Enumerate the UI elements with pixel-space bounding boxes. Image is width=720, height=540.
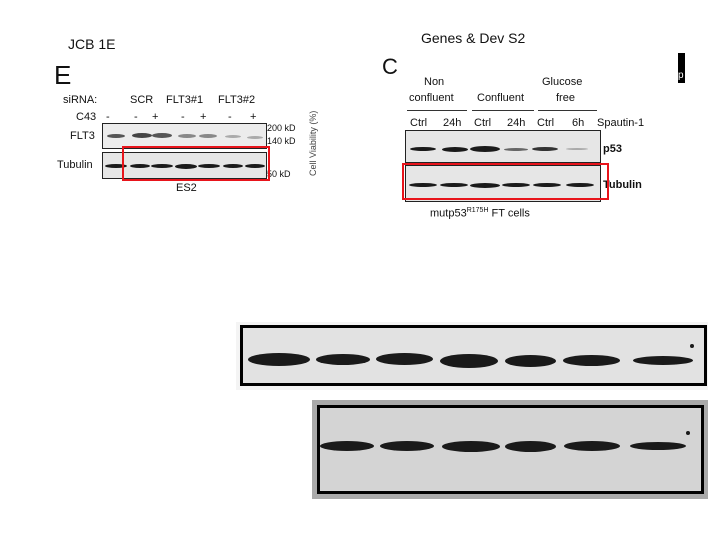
c43-sign: - <box>228 111 232 123</box>
blot-band <box>178 134 196 138</box>
blot-band <box>107 134 125 138</box>
blot-band <box>316 354 370 365</box>
blot-band <box>151 164 173 168</box>
treatment-label: Spautin-1 <box>597 117 645 129</box>
blot-band <box>633 356 693 365</box>
lane-label: Ctrl <box>410 117 428 129</box>
enlarged-tubulin-blot-2 <box>317 405 704 494</box>
blot-band <box>563 355 620 366</box>
blot-band <box>223 164 243 168</box>
blot-band <box>376 353 433 365</box>
c43-sign: + <box>250 111 257 123</box>
blot-band <box>199 134 217 138</box>
caption-superscript: R175H <box>466 207 489 214</box>
blot-band <box>248 353 310 366</box>
group-label-scr: SCR <box>130 94 154 106</box>
c43-sign: - <box>181 111 185 123</box>
enlarged-tubulin-blot-1 <box>240 325 707 386</box>
blot-band <box>504 148 528 151</box>
blot-band <box>410 147 436 151</box>
blot-band <box>175 164 197 169</box>
blot-band <box>440 354 498 368</box>
red-highlight-box <box>402 163 609 200</box>
cropped-figure-fragment: p <box>678 53 685 83</box>
blot-speck <box>690 344 694 348</box>
row-label-tubulin-c: Tubulin <box>603 179 642 191</box>
sirna-label: siRNA: <box>63 94 98 106</box>
row-label-flt3: FLT3 <box>70 130 95 142</box>
lane-label: Ctrl <box>537 117 555 129</box>
caption-tail: FT cells <box>488 207 530 220</box>
lane-label: 24h <box>443 117 462 129</box>
blot-band <box>225 135 241 138</box>
blot-band <box>247 136 263 139</box>
panel-c-caption: mutp53R175H FT cells <box>430 207 530 220</box>
marker-50kd: 50 kD <box>267 169 291 179</box>
red-highlight-box <box>122 146 270 181</box>
blot-band <box>505 355 556 367</box>
marker-200kd: 200 kD <box>267 123 296 133</box>
blot-band <box>440 183 468 187</box>
blot-band <box>564 441 620 451</box>
panel-e-letter: E <box>54 60 72 90</box>
blot-band <box>245 164 265 168</box>
row-label-tubulin: Tubulin <box>57 159 93 171</box>
row-label-tubulin-text: Tubulin <box>603 179 642 191</box>
group-underline <box>472 110 534 111</box>
blot-band <box>502 183 530 187</box>
blot-band <box>442 147 468 152</box>
blot-band <box>566 148 588 150</box>
caption-main: mutp53 <box>430 207 467 220</box>
left-slide-title: JCB 1E <box>68 36 116 52</box>
blot-band <box>470 183 500 188</box>
group-label-flt3-1: FLT3#1 <box>166 94 204 106</box>
blot-band <box>320 441 374 451</box>
panel-e-caption: ES2 <box>176 182 197 194</box>
group-label-line1: Glucose <box>542 76 583 88</box>
group-label-flt3-2: FLT3#2 <box>218 94 256 106</box>
tubulin-blot-c <box>405 165 601 202</box>
blot-band <box>380 441 434 451</box>
tubulin-blot-e <box>102 152 267 179</box>
group-underline <box>538 110 597 111</box>
group-label-line2: free <box>556 92 575 104</box>
p53-blot <box>405 130 601 163</box>
blot-band <box>630 442 686 450</box>
blot-band <box>132 133 152 138</box>
blot-band <box>105 164 127 168</box>
panel-c-letter: C <box>382 54 398 79</box>
lane-label: 6h <box>572 117 585 129</box>
cell-viability-axis-label: Cell Viability (%) <box>308 110 318 176</box>
c43-sign: - <box>134 111 138 123</box>
marker-140kd: 140 kD <box>267 136 296 146</box>
blot-band <box>130 164 150 168</box>
group-underline <box>407 110 467 111</box>
right-slide-title: Genes & Dev S2 <box>421 30 526 46</box>
blot-band <box>566 183 594 187</box>
blot-band <box>533 183 561 187</box>
blot-speck <box>686 431 690 435</box>
blot-band <box>152 133 172 138</box>
c43-label: C43 <box>76 111 97 123</box>
blot-band <box>442 441 500 452</box>
group-label-line1: Non <box>424 76 445 88</box>
blot-band <box>409 183 437 187</box>
c43-sign: - <box>106 111 110 123</box>
row-label-p53: p53 <box>603 143 622 155</box>
lane-label: 24h <box>507 117 526 129</box>
blot-band <box>532 147 558 151</box>
blot-band <box>198 164 220 168</box>
c43-sign: + <box>200 111 207 123</box>
group-label-line2: confluent <box>409 92 454 104</box>
lane-label: Ctrl <box>474 117 492 129</box>
c43-sign: + <box>152 111 159 123</box>
group-label-line2: Confluent <box>477 92 525 104</box>
flt3-blot <box>102 123 267 149</box>
blot-band <box>470 146 500 152</box>
blot-band <box>505 441 556 452</box>
